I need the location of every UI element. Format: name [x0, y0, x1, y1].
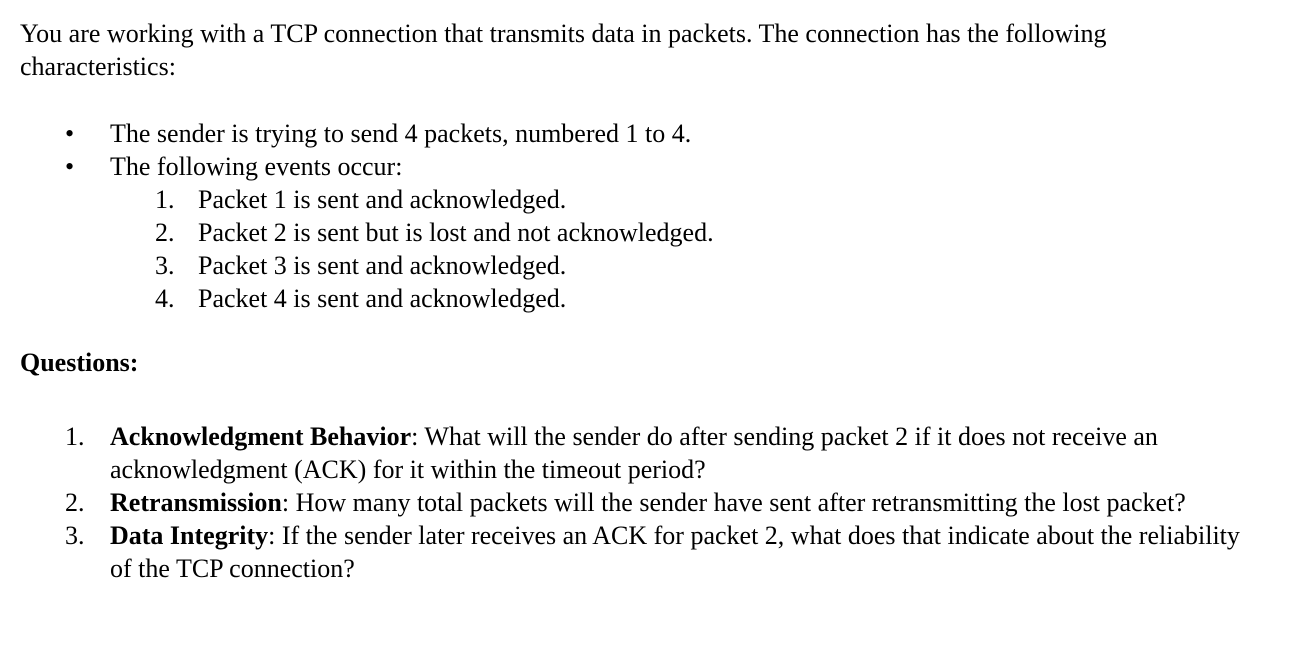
question-item: 1. Acknowledgment Behavior: What will th…	[65, 420, 1262, 486]
event-text: Packet 3 is sent and acknowledged.	[198, 251, 567, 280]
list-item: 1. Packet 1 is sent and acknowledged.	[155, 183, 1262, 216]
list-item: • The sender is trying to send 4 packets…	[65, 117, 1262, 150]
characteristics-list: • The sender is trying to send 4 packets…	[20, 117, 1262, 183]
bullet-text: The sender is trying to send 4 packets, …	[110, 119, 692, 148]
list-item: 4. Packet 4 is sent and acknowledged.	[155, 282, 1262, 315]
event-text: Packet 2 is sent but is lost and not ack…	[198, 218, 714, 247]
intro-paragraph: You are working with a TCP connection th…	[20, 19, 1107, 81]
event-text: Packet 1 is sent and acknowledged.	[198, 185, 567, 214]
question-body: : What will the sender do after sending …	[110, 422, 1158, 484]
events-list: 1. Packet 1 is sent and acknowledged. 2.…	[20, 183, 1262, 315]
bullet-text: The following events occur:	[110, 152, 403, 181]
event-number: 2.	[155, 218, 175, 247]
question-text: Retransmission: How many total packets w…	[110, 486, 1186, 519]
question-number: 1.	[65, 422, 85, 451]
event-number: 4.	[155, 284, 175, 313]
questions-heading: Questions:	[20, 348, 139, 377]
bullet-marker: •	[65, 119, 75, 148]
questions-list: 1. Acknowledgment Behavior: What will th…	[20, 420, 1262, 585]
question-number: 2.	[65, 488, 85, 517]
list-item: 3. Packet 3 is sent and acknowledged.	[155, 249, 1262, 282]
event-number: 1.	[155, 185, 175, 214]
list-item: 2. Packet 2 is sent but is lost and not …	[155, 216, 1262, 249]
question-lead: Acknowledgment Behavior	[110, 422, 412, 451]
question-number: 3.	[65, 521, 85, 550]
list-item: • The following events occur:	[65, 150, 1262, 183]
event-text: Packet 4 is sent and acknowledged.	[198, 284, 567, 313]
question-body: : If the sender later receives an ACK fo…	[110, 521, 1240, 583]
question-lead: Data Integrity	[110, 521, 269, 550]
question-item: 3. Data Integrity: If the sender later r…	[65, 519, 1262, 585]
question-lead: Retransmission	[110, 488, 282, 517]
question-text: Data Integrity: If the sender later rece…	[110, 519, 1262, 585]
question-text: Acknowledgment Behavior: What will the s…	[110, 420, 1262, 486]
question-item: 2. Retransmission: How many total packet…	[65, 486, 1262, 519]
event-number: 3.	[155, 251, 175, 280]
bullet-marker: •	[65, 152, 75, 181]
question-body: : How many total packets will the sender…	[281, 488, 1186, 517]
